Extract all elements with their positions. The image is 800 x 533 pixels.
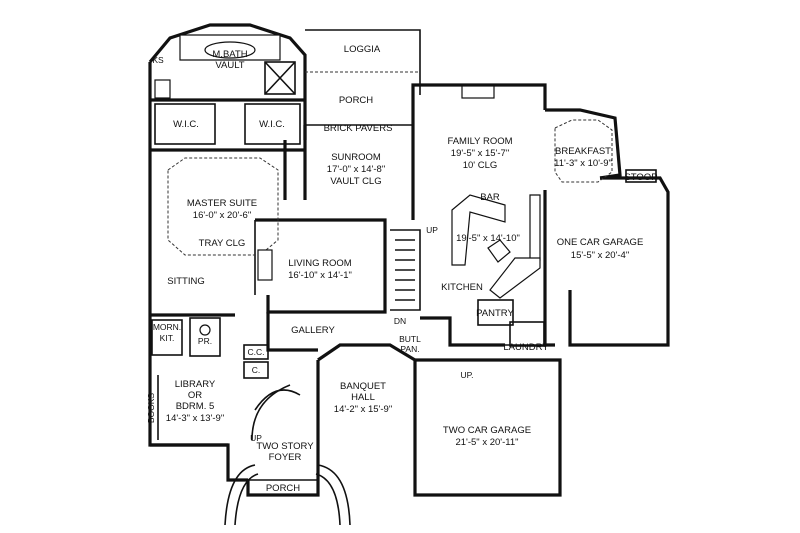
family-room-dims: 19'-5" x 15'-7" <box>451 148 509 159</box>
cc-label: C.C. <box>248 347 265 357</box>
sunroom-label: SUNROOM <box>331 152 381 163</box>
two-car-garage-dims: 21'-5" x 20'-11" <box>455 437 518 448</box>
laundry-label: LAUNDRY <box>503 342 549 353</box>
morn-kit-line2: KIT. <box>160 333 175 343</box>
stair-up-foyer: UP <box>250 433 262 443</box>
master-suite-label: MASTER SUITE <box>187 198 257 209</box>
room-labels: M.BATH VAULT KS LOGGIA PORCH W.I.C. W.I.… <box>146 44 658 494</box>
two-story-foyer-line2: FOYER <box>269 452 302 463</box>
stair-up-garage: UP. <box>460 370 473 380</box>
pr-label: PR. <box>198 336 212 346</box>
butl-pan-line2: PAN. <box>400 344 419 354</box>
porch-rear-label: PORCH <box>339 95 373 106</box>
wic-left-label: W.I.C. <box>173 119 199 130</box>
breakfast-dims: 11'-3" x 10'-9" <box>554 158 612 169</box>
banquet-hall-dims: 14'-2" x 15'-9" <box>334 404 392 415</box>
bar-label: BAR <box>480 192 500 203</box>
stair-up-main: UP <box>426 225 438 235</box>
banquet-hall-line2: HALL <box>351 392 375 403</box>
library-line3: BDRM. 5 <box>176 401 215 412</box>
brick-pavers-label: BRICK PAVERS <box>324 123 393 134</box>
family-room-note: 10' CLG <box>463 160 498 171</box>
butl-pan-line1: BUTL <box>399 334 421 344</box>
breakfast-label: BREAKFAST <box>555 146 611 157</box>
kitchen-label: KITCHEN <box>441 282 483 293</box>
exterior-walls <box>148 23 670 497</box>
master-suite-dims: 16'-0" x 20'-6" <box>193 210 251 221</box>
stair-dn: DN <box>394 316 406 326</box>
morn-kit-line1: MORN. <box>153 322 181 332</box>
library-line2: OR <box>188 390 202 401</box>
sunroom-note: VAULT CLG <box>330 176 381 187</box>
one-car-garage-dims: 15'-5" x 20'-4" <box>571 250 629 261</box>
interior-walls <box>150 34 657 526</box>
library-dims: 14'-3" x 13'-9" <box>166 413 224 424</box>
kitchen-dims: 19'-5" x 14'-10" <box>456 233 520 244</box>
library-line1: LIBRARY <box>175 379 216 390</box>
wic-right-label: W.I.C. <box>259 119 285 130</box>
master-suite-note: TRAY CLG <box>199 238 246 249</box>
stair-labels: UP DN UP UP. <box>250 225 473 443</box>
loggia-label: LOGGIA <box>344 44 381 55</box>
gallery-label: GALLERY <box>291 325 335 336</box>
two-story-foyer-line1: TWO STORY <box>256 441 314 452</box>
pantry-label: PANTRY <box>476 308 514 319</box>
family-room-label: FAMILY ROOM <box>447 136 512 147</box>
sitting-label: SITTING <box>167 276 204 287</box>
stoop-label: STOOP <box>624 172 657 183</box>
two-car-garage-label: TWO CAR GARAGE <box>443 425 531 436</box>
banquet-hall-line1: BANQUET <box>340 381 386 392</box>
sunroom-dims: 17'-0" x 14'-8" <box>327 164 385 175</box>
mbath-label: M.BATH <box>212 49 247 60</box>
living-room-dims: 16'-10" x 14'-1" <box>288 270 352 281</box>
porch-front-label: PORCH <box>266 483 300 494</box>
ks-label: KS <box>152 55 164 65</box>
books-label: BOOKS <box>146 393 156 424</box>
one-car-garage-label: ONE CAR GARAGE <box>557 237 644 248</box>
c-label: C. <box>252 365 261 375</box>
living-room-label: LIVING ROOM <box>288 258 351 269</box>
mbath-sub: VAULT <box>215 60 244 71</box>
